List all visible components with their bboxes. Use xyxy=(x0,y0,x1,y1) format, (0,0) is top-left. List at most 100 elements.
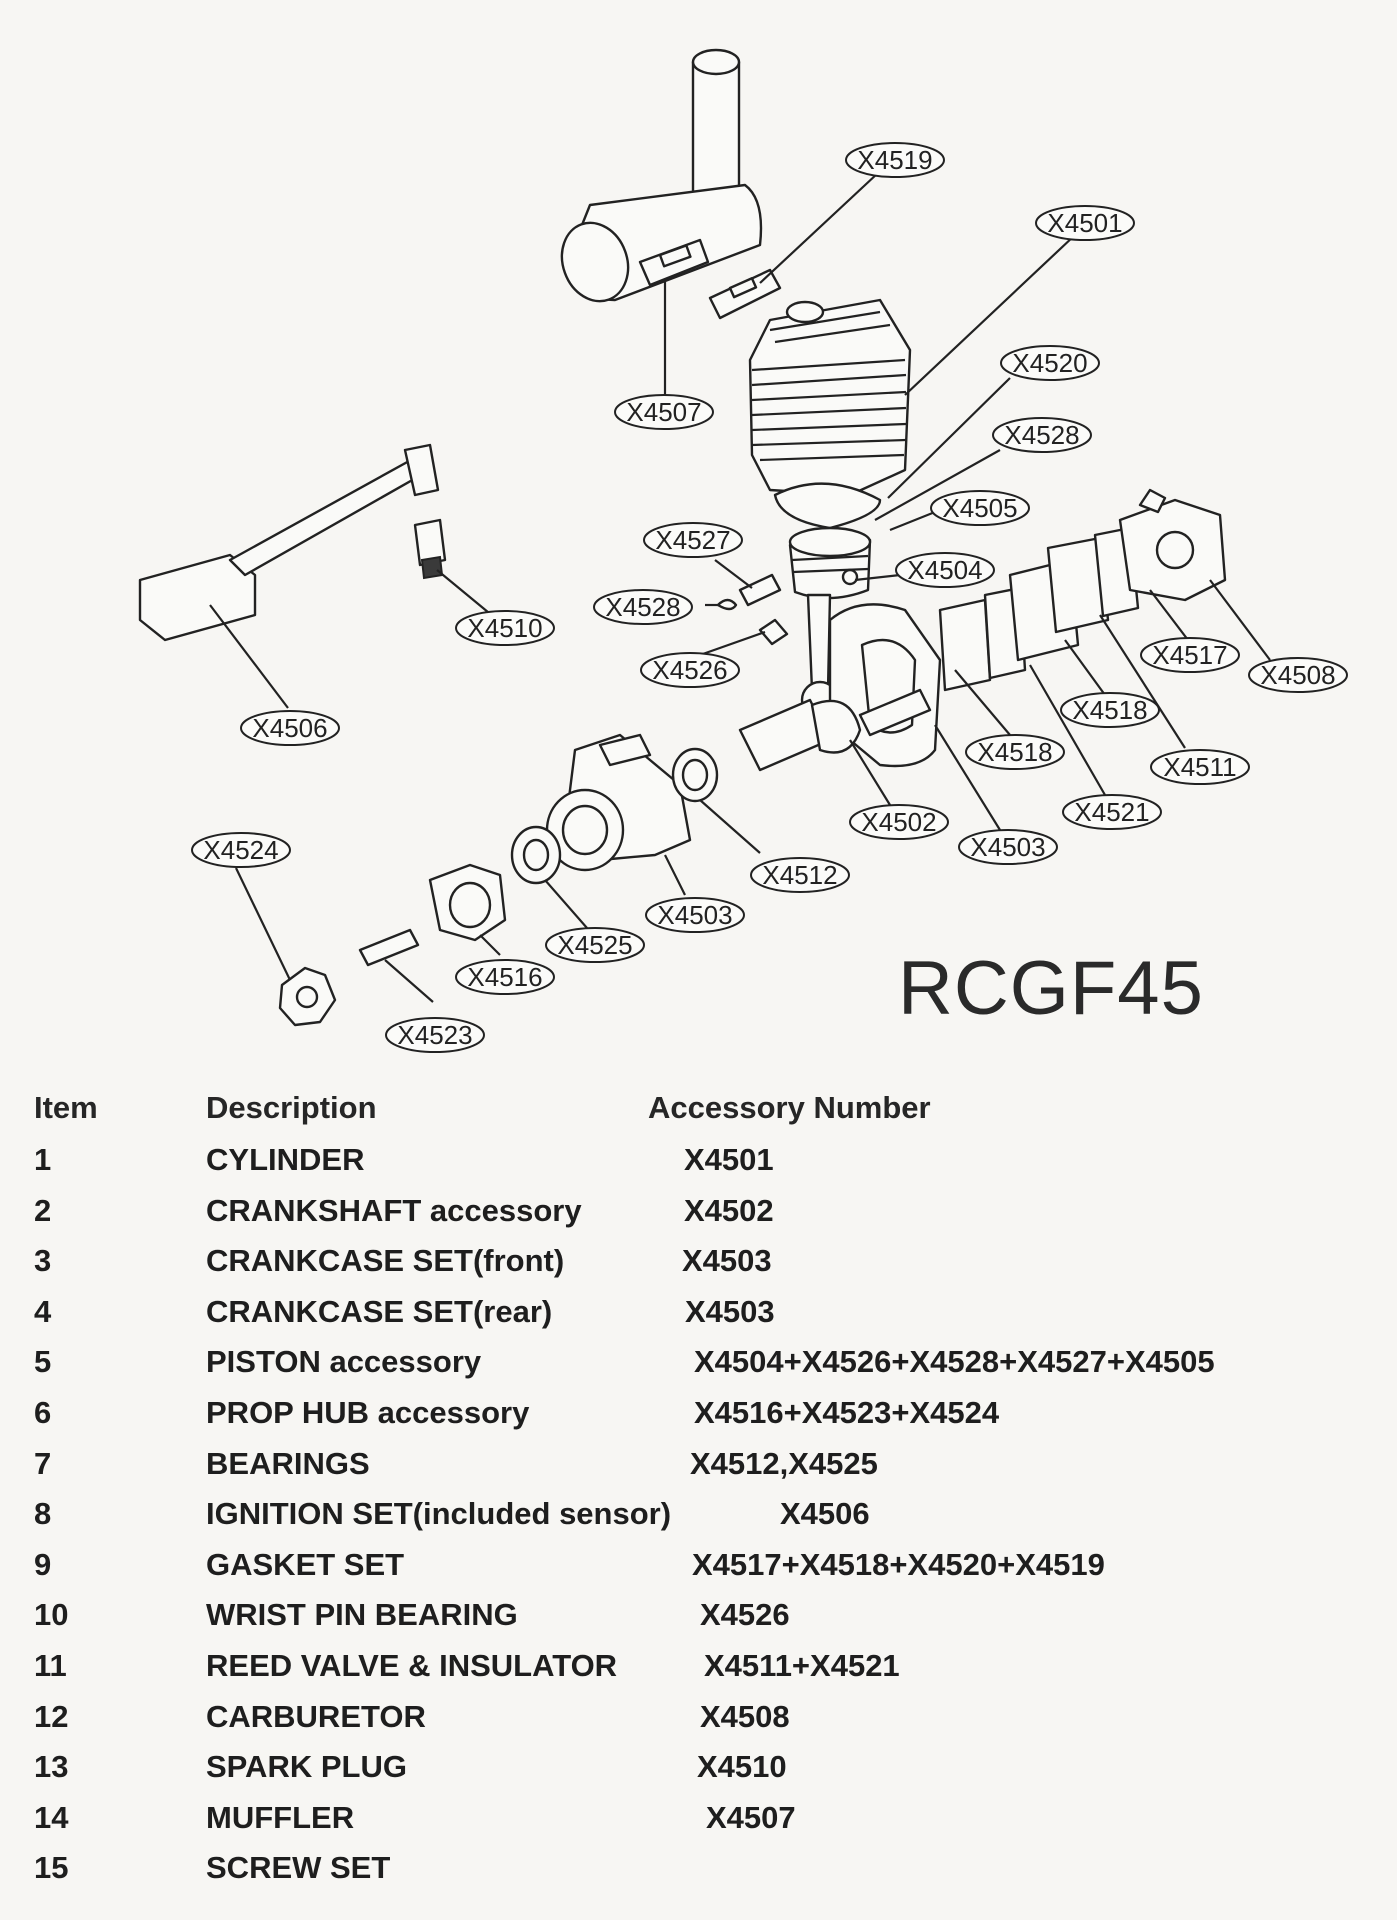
front-crankcase-drawing xyxy=(545,733,692,872)
callout-x4505: X4505 xyxy=(930,490,1030,526)
callout-x4501: X4501 xyxy=(1035,205,1135,241)
callout-x4512: X4512 xyxy=(750,857,850,893)
callout-x4527: X4527 xyxy=(643,522,743,558)
callout-x4503-right: X4503 xyxy=(958,829,1058,865)
row-accessory: X4512,X4525 xyxy=(690,1445,878,1481)
connecting-rod-drawing xyxy=(806,593,832,692)
exploded-engine-diagram: X4519 X4501 X4507 X4520 X4528 X4505 X452… xyxy=(138,48,1348,1053)
wrist-pin-drawing xyxy=(738,573,782,607)
callout-x4521: X4521 xyxy=(1062,794,1162,830)
row-accessory: X4503 xyxy=(685,1293,775,1329)
callout-x4508: X4508 xyxy=(1248,657,1348,693)
callout-x4511: X4511 xyxy=(1150,749,1250,785)
row-description: BEARINGS xyxy=(206,1445,370,1481)
row-item: 7 xyxy=(34,1445,52,1481)
row-accessory: X4507 xyxy=(706,1799,796,1835)
ignition-set-drawing xyxy=(138,443,440,642)
wrist-bearing-drawing xyxy=(758,618,789,646)
row-description: CARBURETOR xyxy=(206,1698,426,1734)
svg-text:X4507: X4507 xyxy=(626,397,701,427)
row-item: 9 xyxy=(34,1546,52,1582)
svg-text:X4523: X4523 xyxy=(397,1020,472,1050)
svg-text:X4521: X4521 xyxy=(1074,797,1149,827)
row-item: 10 xyxy=(34,1597,69,1633)
svg-text:X4501: X4501 xyxy=(1047,208,1122,238)
svg-text:X4502: X4502 xyxy=(861,807,936,837)
intake-stack-drawing xyxy=(938,526,1140,692)
crankshaft-drawing xyxy=(738,688,932,772)
row-description: SCREW SET xyxy=(206,1850,391,1886)
table-row: 8 IGNITION SET(included sensor) X4506 xyxy=(30,1496,1370,1547)
cylinder-gasket-drawing xyxy=(773,482,882,530)
row-description: GASKET SET xyxy=(206,1546,405,1582)
row-accessory: X4516+X4523+X4524 xyxy=(694,1394,1000,1430)
row-accessory: X4511+X4521 xyxy=(704,1647,900,1683)
row-item: 5 xyxy=(34,1344,52,1380)
row-description: CRANKCASE SET(front) xyxy=(206,1243,565,1279)
table-row: 14 MUFFLER X4507 xyxy=(30,1800,1370,1851)
callout-x4506: X4506 xyxy=(240,710,340,746)
callout-x4525: X4525 xyxy=(545,927,645,963)
row-description: WRIST PIN BEARING xyxy=(206,1597,518,1633)
svg-text:X4519: X4519 xyxy=(857,145,932,175)
callout-x4528-upper: X4528 xyxy=(992,417,1092,453)
svg-text:X4524: X4524 xyxy=(203,835,278,865)
row-description: SPARK PLUG xyxy=(206,1749,407,1785)
callout-x4520: X4520 xyxy=(1000,345,1100,381)
row-accessory: X4508 xyxy=(700,1698,790,1734)
row-item: 4 xyxy=(34,1293,52,1329)
table-row: 9 GASKET SET X4517+X4518+X4520+X4519 xyxy=(30,1547,1370,1598)
row-description: CRANKCASE SET(rear) xyxy=(206,1293,553,1329)
bearings-drawing xyxy=(510,747,719,885)
prop-shaft-drawing xyxy=(358,928,420,967)
prop-washer-drawing xyxy=(278,966,337,1027)
row-item: 6 xyxy=(34,1394,52,1430)
callout-x4502: X4502 xyxy=(849,804,949,840)
svg-text:X4527: X4527 xyxy=(655,525,730,555)
clip-drawing xyxy=(716,598,738,611)
header-item: Item xyxy=(34,1090,98,1125)
table-header: Item Description Accessory Number xyxy=(30,1090,1370,1142)
row-item: 12 xyxy=(34,1698,69,1734)
row-accessory: X4510 xyxy=(697,1749,787,1785)
table-row: 6 PROP HUB accessory X4516+X4523+X4524 xyxy=(30,1395,1370,1446)
svg-text:X4520: X4520 xyxy=(1012,348,1087,378)
svg-text:X4503: X4503 xyxy=(657,900,732,930)
table-row: 3 CRANKCASE SET(front) X4503 xyxy=(30,1243,1370,1294)
parts-table: Item Description Accessory Number 1 CYLI… xyxy=(30,1090,1370,1901)
callout-x4504: X4504 xyxy=(895,552,995,588)
callout-x4507: X4507 xyxy=(614,394,714,430)
svg-text:X4512: X4512 xyxy=(762,860,837,890)
row-item: 3 xyxy=(34,1243,52,1279)
callout-x4523: X4523 xyxy=(385,1017,485,1053)
svg-text:X4518: X4518 xyxy=(1072,695,1147,725)
muffler-drawing xyxy=(560,48,763,303)
svg-text:X4516: X4516 xyxy=(467,962,542,992)
svg-text:X4528: X4528 xyxy=(605,592,680,622)
svg-text:X4508: X4508 xyxy=(1260,660,1335,690)
table-row: 1 CYLINDER X4501 xyxy=(30,1142,1370,1193)
table-row: 5 PISTON accessory X4504+X4526+X4528+X45… xyxy=(30,1344,1370,1395)
svg-text:X4504: X4504 xyxy=(907,555,982,585)
row-accessory: X4501 xyxy=(684,1142,774,1177)
callout-x4516: X4516 xyxy=(455,959,555,995)
row-description: REED VALVE & INSULATOR xyxy=(206,1647,618,1683)
svg-text:X4517: X4517 xyxy=(1152,640,1227,670)
row-description: MUFFLER xyxy=(206,1799,355,1835)
row-item: 11 xyxy=(34,1647,67,1683)
table-row: 13 SPARK PLUG X4510 xyxy=(30,1749,1370,1800)
header-description: Description xyxy=(206,1090,377,1125)
svg-text:X4525: X4525 xyxy=(557,930,632,960)
row-description: CYLINDER xyxy=(206,1142,365,1177)
svg-text:X4528: X4528 xyxy=(1004,420,1079,450)
row-accessory: X4517+X4518+X4520+X4519 xyxy=(692,1546,1105,1582)
muffler-gasket-drawing xyxy=(708,268,782,320)
table-row: 11 REED VALVE & INSULATOR X4511+X4521 xyxy=(30,1648,1370,1699)
row-description: CRANKSHAFT accessory xyxy=(206,1192,582,1228)
row-accessory: X4502 xyxy=(684,1192,774,1228)
row-accessory: X4503 xyxy=(682,1243,772,1279)
svg-text:X4526: X4526 xyxy=(652,655,727,685)
cylinder-drawing xyxy=(748,298,912,497)
svg-text:X4511: X4511 xyxy=(1163,752,1236,782)
row-accessory: X4504+X4526+X4528+X4527+X4505 xyxy=(694,1344,1215,1380)
